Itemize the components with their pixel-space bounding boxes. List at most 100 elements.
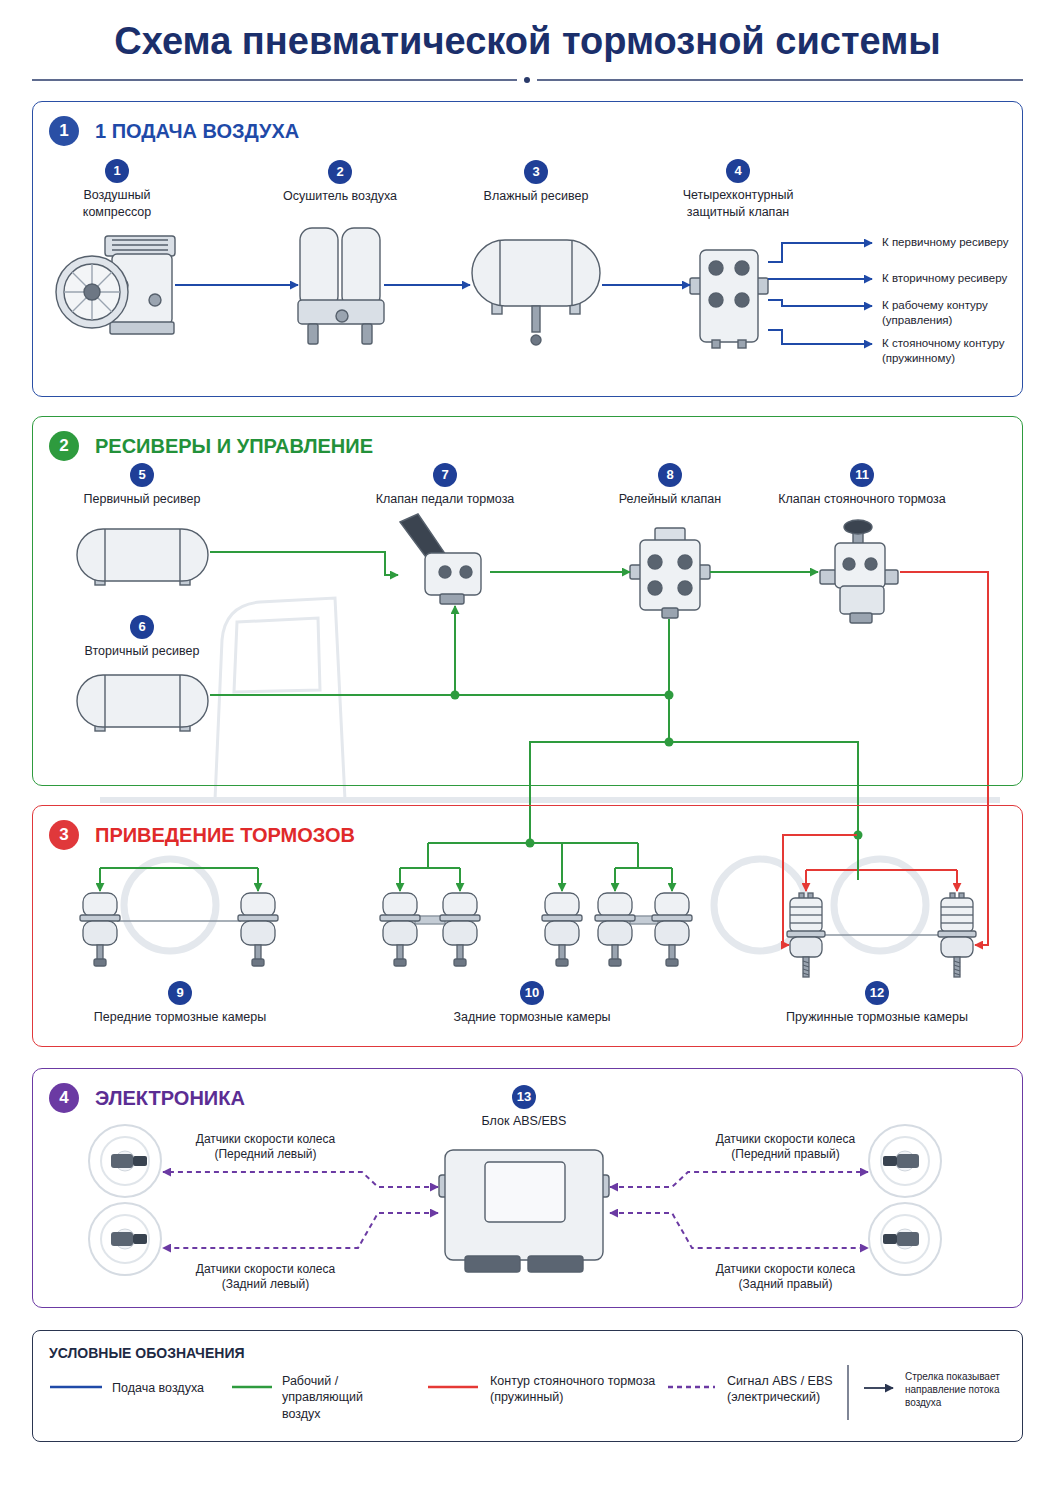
connector	[669, 619, 858, 880]
component-name: Первичный ресивер	[62, 491, 222, 508]
axle-lines	[117, 920, 241, 921]
wet-receiver-illustration	[571, 240, 572, 306]
brake-chamber-illustration	[380, 893, 420, 966]
protection-valve-illustration	[712, 340, 720, 348]
component-label: 1Воздушный компрессор	[57, 159, 177, 221]
air-dryer-illustration	[336, 310, 348, 322]
sensor-label: Датчики скорости колеса (Задний левый)	[183, 1262, 348, 1292]
output-arrows	[768, 243, 872, 344]
relay-valve: 8Релейный клапан	[630, 527, 710, 619]
relay-valve-illustration	[630, 528, 710, 618]
wheel-sensor: Датчики скорости колеса (Передний левый)	[88, 1125, 163, 1197]
section-number: 4	[49, 1083, 79, 1113]
compressor-illustration	[64, 264, 120, 320]
protection-valve-illustration	[738, 340, 746, 348]
junction-dots	[451, 691, 863, 848]
front-feed-lines	[257, 868, 259, 891]
component-label: 5Первичный ресивер	[62, 463, 222, 508]
relay-valve-illustration	[640, 540, 700, 610]
connector	[610, 1172, 868, 1187]
spring-chamber-illustration	[787, 893, 976, 977]
receiver: 6Вторичный ресивер	[75, 673, 210, 729]
air-dryer: 2Осушитель воздуха	[298, 225, 384, 350]
receiver-illustration	[77, 529, 208, 731]
abs-unit-illustration	[465, 1256, 520, 1272]
rear-feed-lines	[671, 868, 673, 891]
spring-chamber-group: 12Пружинные тормозные камеры	[785, 880, 975, 980]
brake-chamber-group: 9Передние тормозные камеры	[75, 866, 285, 973]
component-name: Задние тормозные камеры	[432, 1009, 632, 1026]
compressor-illustration	[56, 256, 128, 328]
legend-swatch-line	[50, 1386, 102, 1389]
component-label: 4Четырехконтурный защитный клапан	[673, 159, 803, 221]
receiver-illustration	[77, 675, 208, 727]
callout-number: 13	[512, 1085, 536, 1109]
output-label: К вторичному ресиверу	[882, 271, 1018, 286]
component-label: 9Передние тормозные камеры	[80, 981, 280, 1026]
connector	[602, 284, 690, 286]
output-label: К первичному ресиверу	[882, 235, 1018, 250]
wheel-sensor: Датчики скорости колеса (Задний левый)	[88, 1203, 163, 1275]
brake-chamber-illustration	[80, 893, 120, 966]
section-number: 3	[49, 820, 79, 850]
parking-valve-illustration	[840, 586, 884, 614]
pedal-valve: 7Клапан педали тормоза	[398, 514, 490, 606]
legend-text: Рабочий / управляющий воздух	[282, 1373, 404, 1422]
component-label: Датчики скорости колеса (Передний левый)	[183, 1132, 348, 1162]
wet-receiver-illustration	[531, 335, 541, 345]
rear-feed-lines	[428, 842, 638, 844]
output-arrows	[768, 330, 872, 344]
truck-watermark	[234, 618, 320, 692]
callout-number: 7	[433, 463, 457, 487]
rear-feed-lines	[399, 868, 401, 891]
rear-feed-lines	[459, 868, 461, 891]
parking-valve-illustration	[820, 570, 836, 584]
parking-valve-illustration	[835, 543, 885, 588]
component-name: Блок ABS/EBS	[444, 1113, 604, 1130]
compressor: 1Воздушный компрессор	[55, 232, 175, 337]
brake-chamber-group: 10Задние тормозные камеры	[378, 843, 690, 969]
wet-receiver-illustration	[499, 240, 500, 306]
component-name: Осушитель воздуха	[260, 188, 420, 205]
abs-unit-illustration	[485, 1162, 565, 1222]
title-rule	[524, 77, 530, 83]
air-dryer-illustration	[298, 300, 384, 324]
component-label: 13Блок ABS/EBS	[444, 1085, 604, 1130]
component-name: Клапан педали тормоза	[360, 491, 530, 508]
compressor-illustration	[112, 240, 168, 250]
truck-watermark	[215, 598, 345, 800]
wet-receiver-illustration	[532, 306, 540, 332]
legend-swatch	[232, 1383, 272, 1391]
component-label: 7Клапан педали тормоза	[360, 463, 530, 508]
component-name: Пружинные тормозные камеры	[777, 1009, 977, 1026]
spring-feed-lines	[806, 869, 957, 871]
legend-swatch	[50, 1383, 102, 1391]
parking-valve: 11Клапан стояночного тормоза	[818, 518, 900, 626]
front-feed-lines	[100, 867, 258, 869]
callout-number: 3	[524, 160, 548, 184]
air-dryer-illustration	[308, 324, 318, 344]
wheel-sensor-illustration	[89, 1125, 941, 1275]
legend-heading: УСЛОВНЫЕ ОБОЗНАЧЕНИЯ	[49, 1344, 245, 1362]
component-label: Датчики скорости колеса (Задний правый)	[703, 1262, 868, 1292]
section-heading: ПРИВЕДЕНИЕ ТОРМОЗОВ	[95, 823, 355, 847]
component-label: 11Клапан стояночного тормоза	[762, 463, 962, 508]
brake-chamber-illustration	[80, 893, 692, 966]
component-name: Клапан стояночного тормоза	[762, 491, 962, 508]
relay-valve-illustration	[678, 555, 692, 569]
section-number: 2	[49, 431, 79, 461]
wet-receiver: 3Влажный ресивер	[470, 237, 602, 352]
pedal-valve-illustration	[439, 566, 451, 578]
brake-chamber-illustration	[542, 893, 582, 966]
connector	[384, 284, 470, 286]
protection-valve-illustration	[735, 261, 749, 275]
output-arrows	[768, 243, 872, 262]
callout-number: 12	[865, 981, 889, 1005]
component-label: 3Влажный ресивер	[456, 160, 616, 205]
title-rule	[537, 79, 1023, 81]
receiver-illustration	[179, 675, 180, 727]
output-label: К стояночному контуру (пружинному)	[882, 336, 1018, 366]
compressor-illustration	[105, 236, 175, 256]
